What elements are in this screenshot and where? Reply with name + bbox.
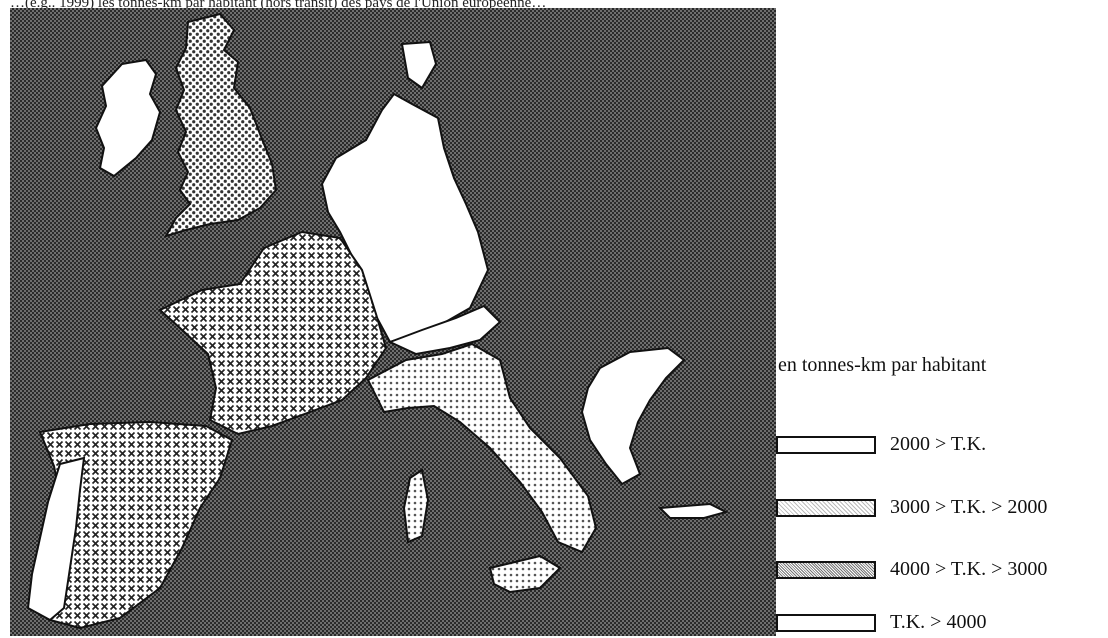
legend-swatch-dense-dots (776, 561, 876, 579)
legend-item-white: 2000 > T.K. (776, 433, 1106, 458)
region-ireland (94, 58, 162, 178)
region-united-kingdom (163, 12, 278, 238)
region-austria (387, 304, 502, 356)
region-sardinia (402, 468, 430, 544)
legend-swatch-crosses (776, 614, 876, 632)
legend-swatch-white (776, 436, 876, 454)
legend-title: en tonnes-km par habitant (778, 354, 987, 376)
legend-label-white: 2000 > T.K. (890, 433, 987, 455)
legend-item-light-dots: 3000 > T.K. > 2000 (776, 496, 1106, 521)
region-greece (580, 346, 686, 486)
region-italy (366, 342, 598, 554)
legend-label-crosses: T.K. > 4000 (890, 611, 987, 633)
map-svg (10, 8, 776, 636)
legend-swatch-light-dots (776, 499, 876, 517)
legend-item-dense-dots: 4000 > T.K. > 3000 (776, 558, 1106, 583)
europe-map (10, 8, 776, 636)
region-france (158, 230, 388, 436)
region-sicily (488, 554, 562, 594)
legend-label-dense-dots: 4000 > T.K. > 3000 (890, 558, 1048, 580)
legend-item-crosses: T.K. > 4000 (776, 611, 1106, 636)
legend-label-light-dots: 3000 > T.K. > 2000 (890, 496, 1048, 518)
region-portugal (26, 456, 86, 622)
region-denmark (400, 40, 438, 90)
top-caption: …(e.g.. 1999) les tonnes-km par habitant… (10, 0, 547, 10)
region-crete (657, 502, 729, 519)
